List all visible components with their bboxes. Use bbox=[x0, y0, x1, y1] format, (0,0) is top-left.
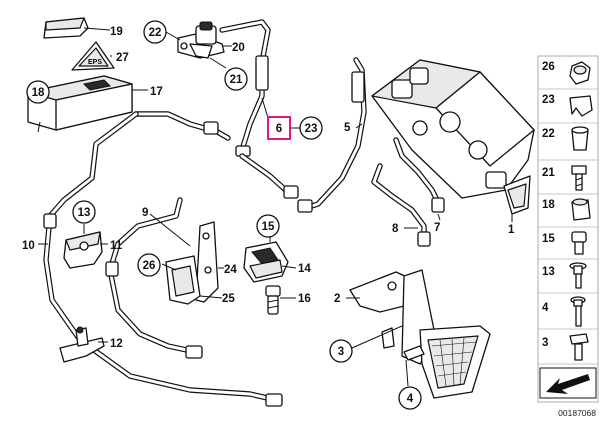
callout-15: 15 bbox=[262, 221, 275, 233]
panel-label-18: 18 bbox=[542, 199, 555, 211]
callout-18: 18 bbox=[32, 87, 45, 99]
socket-bolt-icon bbox=[571, 231, 587, 243]
callout-24: 24 bbox=[224, 264, 237, 276]
callout-7: 7 bbox=[434, 222, 440, 234]
hose-10[interactable] bbox=[43, 213, 283, 407]
panel-label-21: 21 bbox=[542, 167, 555, 179]
panel-label-26: 26 bbox=[542, 61, 555, 73]
hose-9[interactable] bbox=[105, 197, 203, 359]
pressure-sensor-part[interactable] bbox=[177, 21, 225, 59]
panel-item-4[interactable]: 4 bbox=[542, 296, 586, 327]
image-code: 00187068 bbox=[558, 408, 596, 418]
pipe-6[interactable] bbox=[219, 19, 271, 157]
callout-11: 11 bbox=[110, 240, 123, 252]
callout-22: 22 bbox=[149, 27, 162, 39]
callout-27: 27 bbox=[116, 52, 129, 64]
callout-16: 16 bbox=[298, 293, 311, 305]
callout-14: 14 bbox=[298, 263, 311, 275]
stud-16[interactable] bbox=[265, 285, 281, 315]
circled-callouts: 22 18 21 6 23 13 26 15 3 4 bbox=[26, 20, 422, 410]
callout-21: 21 bbox=[230, 74, 243, 86]
panel-item-26[interactable]: 26 bbox=[542, 61, 591, 85]
callout-4: 4 bbox=[407, 393, 414, 405]
panel-item-18[interactable]: 18 bbox=[542, 198, 591, 221]
callout-19: 19 bbox=[110, 26, 123, 38]
panel-item-21[interactable]: 21 bbox=[542, 165, 587, 191]
pipe-23[interactable] bbox=[239, 153, 299, 199]
panel-label-4: 4 bbox=[542, 302, 549, 314]
panel-item-22[interactable]: 22 bbox=[542, 126, 589, 151]
callout-23: 23 bbox=[305, 123, 318, 135]
panel-item-3[interactable]: 3 bbox=[542, 333, 589, 361]
leader-lines bbox=[38, 27, 513, 387]
pipe-8[interactable] bbox=[371, 163, 431, 247]
callout-6-highlighted: 6 bbox=[276, 123, 282, 135]
clamp-11[interactable] bbox=[63, 231, 103, 269]
bracket-2[interactable] bbox=[349, 269, 491, 399]
clip-icon bbox=[569, 95, 593, 117]
callout-25: 25 bbox=[222, 293, 235, 305]
callout-1: 1 bbox=[508, 224, 515, 236]
callout-12: 12 bbox=[110, 338, 123, 350]
exploded-view: EPS bbox=[22, 17, 535, 410]
svg-text:EPS: EPS bbox=[88, 59, 102, 66]
callout-5: 5 bbox=[344, 122, 351, 134]
panel-item-15[interactable]: 15 bbox=[542, 231, 587, 255]
callout-8: 8 bbox=[392, 223, 399, 235]
panel-label-23: 23 bbox=[542, 94, 555, 106]
pipe-7[interactable] bbox=[393, 137, 445, 213]
pipe-5[interactable] bbox=[297, 57, 367, 213]
valve-block-1[interactable] bbox=[371, 59, 535, 215]
callout-26: 26 bbox=[143, 260, 156, 272]
callout-9: 9 bbox=[142, 207, 148, 219]
panel-item-13[interactable]: 13 bbox=[542, 262, 587, 289]
bolt-icon bbox=[571, 165, 587, 175]
callout-13: 13 bbox=[78, 207, 91, 219]
bracket-12[interactable] bbox=[59, 326, 105, 363]
direction-arrow-icon bbox=[539, 367, 597, 399]
callout-3: 3 bbox=[338, 346, 344, 358]
callout-10: 10 bbox=[22, 240, 35, 252]
control-unit-part[interactable] bbox=[27, 75, 133, 133]
callout-20: 20 bbox=[232, 42, 245, 54]
panel-label-22: 22 bbox=[542, 128, 555, 140]
sticker-part[interactable] bbox=[43, 17, 89, 39]
parts-panel: 26 23 22 21 18 15 bbox=[537, 55, 599, 403]
callout-17: 17 bbox=[150, 86, 163, 98]
panel-label-13: 13 bbox=[542, 266, 555, 278]
panel-label-15: 15 bbox=[542, 233, 555, 245]
rubber-mount-14[interactable] bbox=[243, 241, 289, 283]
bracket-24-25[interactable] bbox=[165, 221, 219, 305]
hex-bolt-icon bbox=[569, 333, 589, 345]
panel-item-23[interactable]: 23 bbox=[542, 94, 593, 117]
callout-labels: 19 27 17 20 5 9 10 11 12 24 25 14 16 2 8… bbox=[22, 26, 515, 350]
warning-label-part[interactable]: EPS bbox=[71, 41, 115, 71]
pipe-17[interactable] bbox=[47, 111, 231, 219]
panel-label-3: 3 bbox=[542, 337, 548, 349]
callout-2: 2 bbox=[334, 293, 340, 305]
